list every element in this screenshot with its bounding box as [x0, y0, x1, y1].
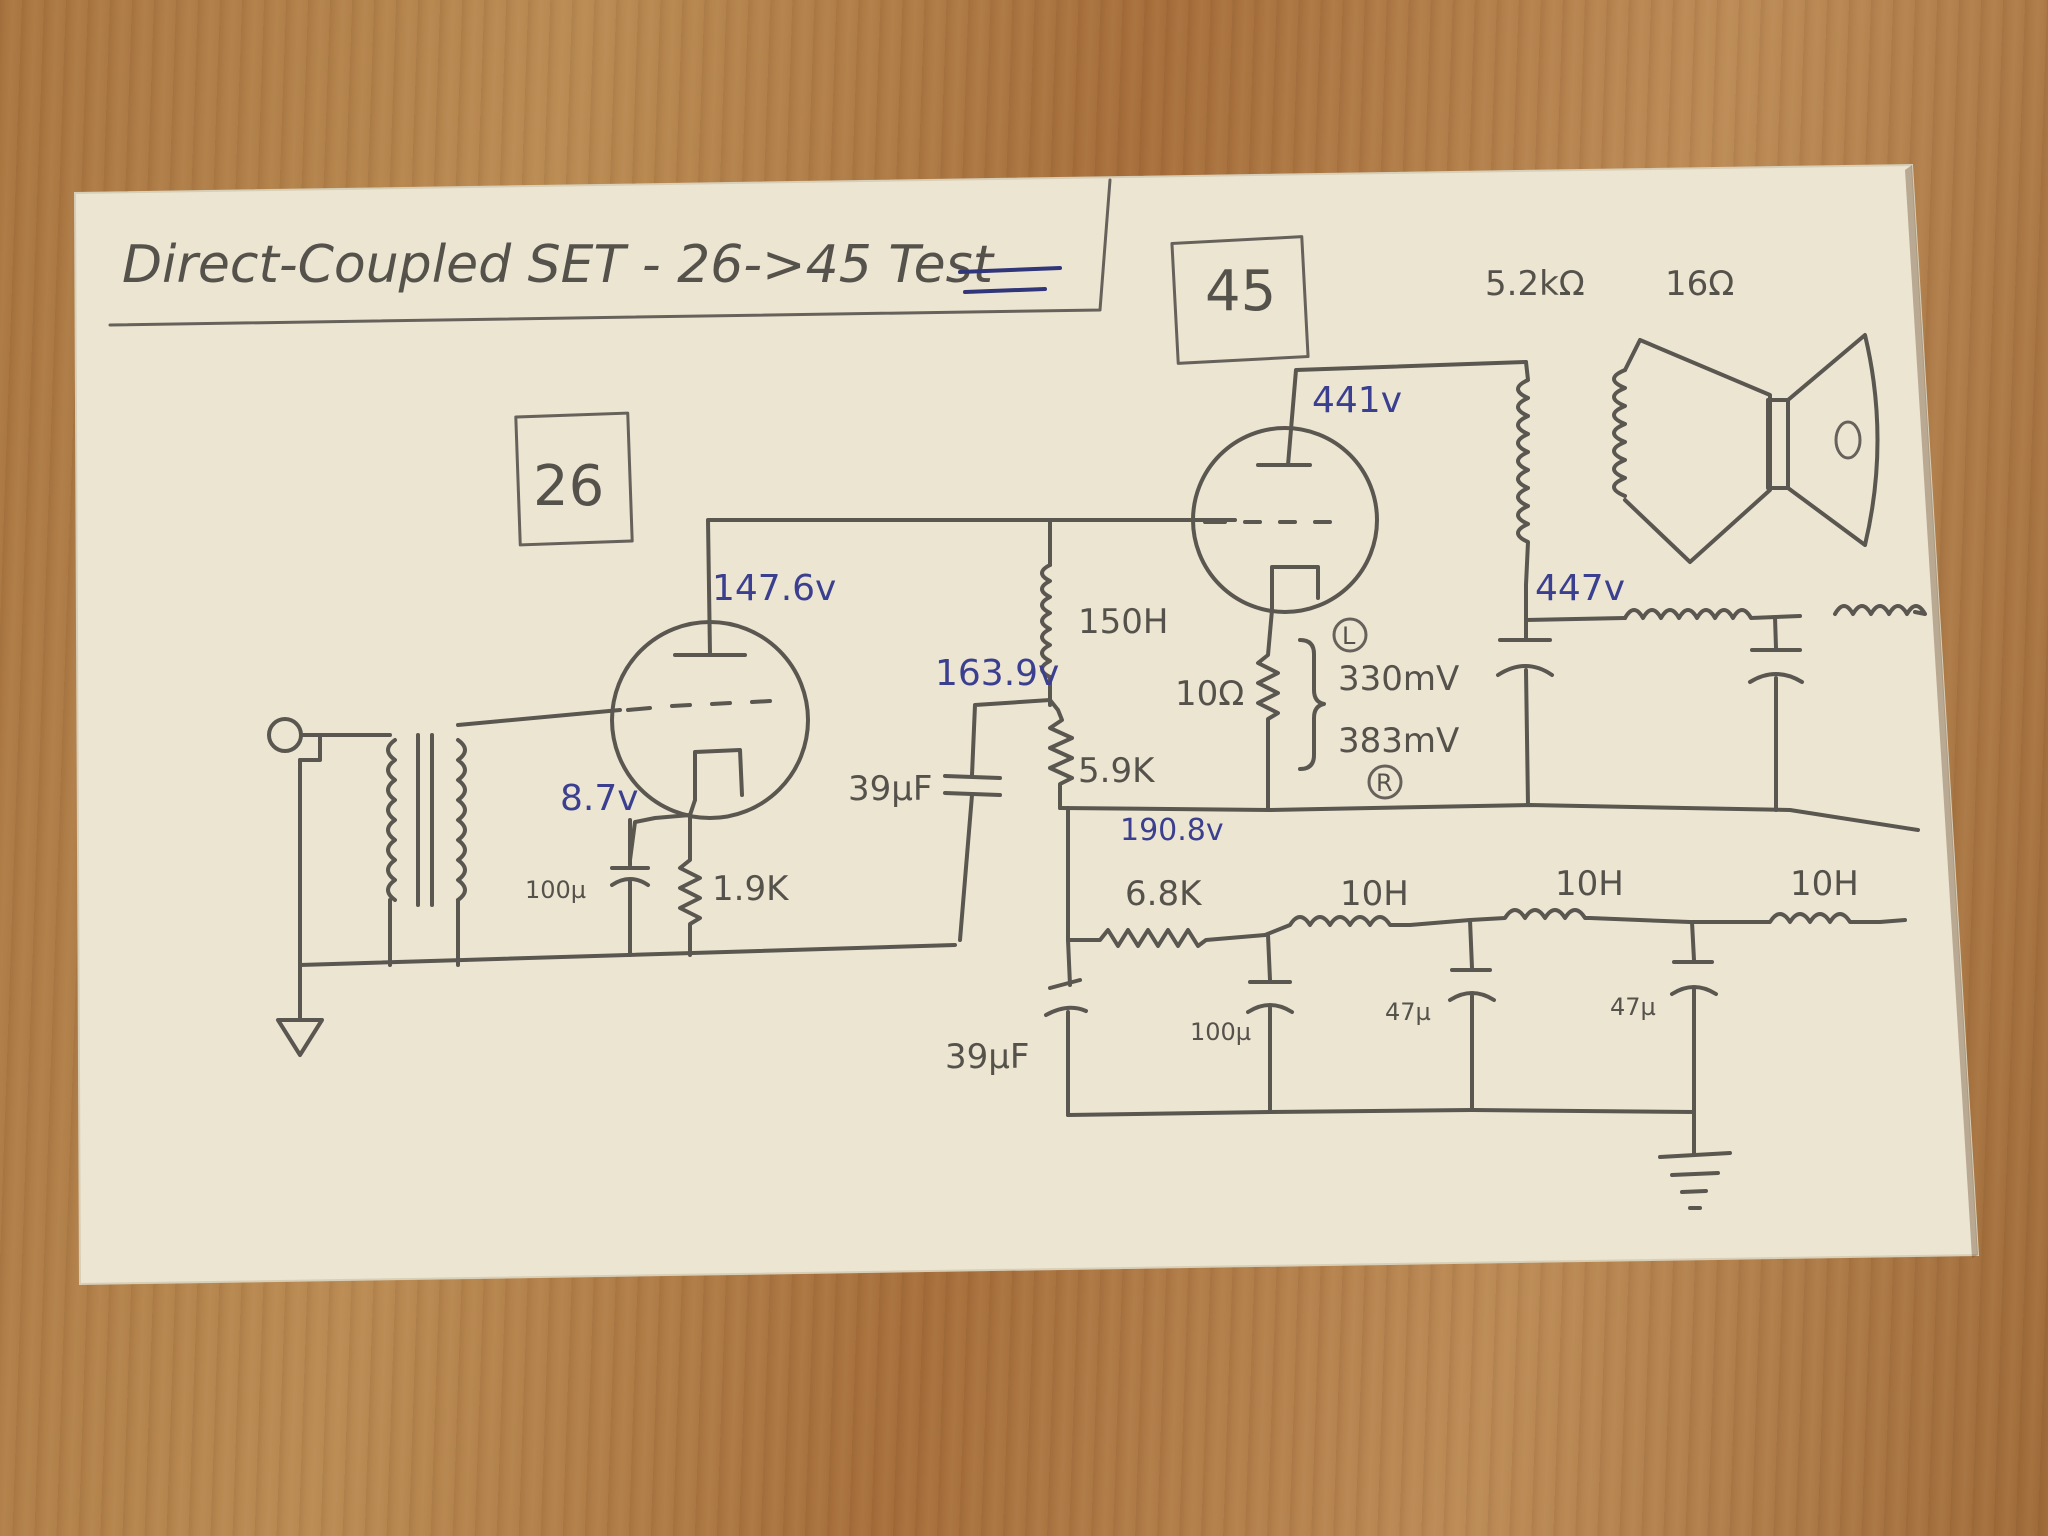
left-channel-value: 330mV	[1338, 659, 1459, 699]
ground-bus-bottom	[1066, 1108, 1696, 1117]
filter-cap-47u-2-value: 47µ	[1610, 993, 1656, 1021]
resistor-5k9	[1048, 698, 1074, 810]
paper-card	[73, 163, 1980, 1286]
wire-26-plate	[706, 518, 1237, 657]
resistor-10-ohm	[1256, 608, 1280, 812]
filter-choke-2	[1468, 908, 1692, 924]
filter-cap-39uf	[1044, 938, 1088, 1117]
node-190-voltage: 190.8v	[1120, 813, 1224, 848]
b-plus-cap-top-right	[1748, 615, 1804, 812]
tube-26-label: 26	[533, 454, 604, 519]
input-jack	[267, 717, 322, 762]
filter-choke-3	[1688, 912, 1907, 924]
measurement-brace	[1298, 638, 1326, 771]
speaker	[1623, 333, 1880, 564]
resistor-6k8-value: 6.8K	[1125, 874, 1203, 914]
right-channel-label: R	[1376, 769, 1393, 797]
primary-impedance: 5.2kΩ	[1485, 264, 1585, 304]
tube-45-box	[1170, 235, 1310, 365]
title-text: Direct-Coupled SET - 26->45 Test	[122, 235, 995, 295]
filter-choke-2-value: 10H	[1555, 864, 1624, 904]
filter-choke-1	[1263, 915, 1472, 937]
b-plus-cap-top-left	[1496, 618, 1554, 807]
cathode-resistor-1k9	[678, 813, 702, 957]
output-transformer-primary	[1516, 360, 1530, 587]
v26-cathode-voltage: 8.7v	[560, 778, 639, 819]
filter-choke-3-value: 10H	[1790, 864, 1859, 904]
filter-cap-47u-1	[1448, 918, 1496, 1112]
right-channel-value: 383mV	[1338, 721, 1459, 761]
tube-45-label: 45	[1205, 259, 1276, 324]
resistor-6k8	[1066, 928, 1267, 948]
wire-xfmr-primary	[318, 733, 392, 967]
resistor-10-ohm-value: 10Ω	[1175, 674, 1244, 714]
secondary-impedance: 16Ω	[1665, 264, 1734, 304]
coupling-cap-value: 39µF	[848, 769, 932, 809]
tube-45-symbol	[1191, 426, 1379, 614]
tube-26-box	[514, 411, 634, 547]
wire-45-plate	[1286, 360, 1528, 467]
choke-value: 150H	[1078, 602, 1168, 642]
filter-cap-39uf-value: 39µF	[945, 1037, 1029, 1077]
wire-coupling-bottom	[958, 793, 974, 942]
cathode-cap-value: 100µ	[525, 876, 586, 904]
ground-symbol-left	[276, 963, 324, 1057]
ground-symbol-right	[1658, 1110, 1732, 1210]
title-underline	[958, 266, 1062, 294]
filter-choke-1-value: 10H	[1340, 874, 1409, 914]
cathode-resistor-value: 1.9K	[712, 869, 790, 909]
wire-coupling-top	[970, 698, 1052, 777]
output-transformer-secondary	[1612, 368, 1627, 498]
b-plus-choke-top-2	[1833, 604, 1927, 616]
filter-cap-100u	[1246, 933, 1294, 1114]
resistor-5k9-value: 5.9K	[1078, 751, 1156, 791]
input-transformer	[386, 733, 467, 907]
title-box	[108, 178, 1112, 327]
right-channel-marker	[1367, 764, 1403, 800]
left-channel-marker	[1332, 617, 1368, 653]
filter-cap-47u-1-value: 47µ	[1385, 998, 1431, 1026]
cathode-cap-100u	[610, 818, 650, 957]
left-channel-label: L	[1342, 622, 1356, 650]
wire-xfmr-secondary-grid	[456, 708, 622, 967]
ground-bus-left	[298, 943, 957, 967]
node-163-voltage: 163.9v	[935, 653, 1059, 694]
b-plus-top-voltage: 447v	[1535, 568, 1625, 609]
bus-190v	[1058, 803, 1920, 832]
filter-cap-100u-value: 100µ	[1190, 1018, 1251, 1046]
wire-26-cathode	[628, 798, 697, 862]
v45-plate-voltage: 441v	[1312, 380, 1402, 421]
v26-plate-voltage: 147.6v	[712, 568, 836, 609]
b-plus-choke-top	[1623, 608, 1802, 620]
